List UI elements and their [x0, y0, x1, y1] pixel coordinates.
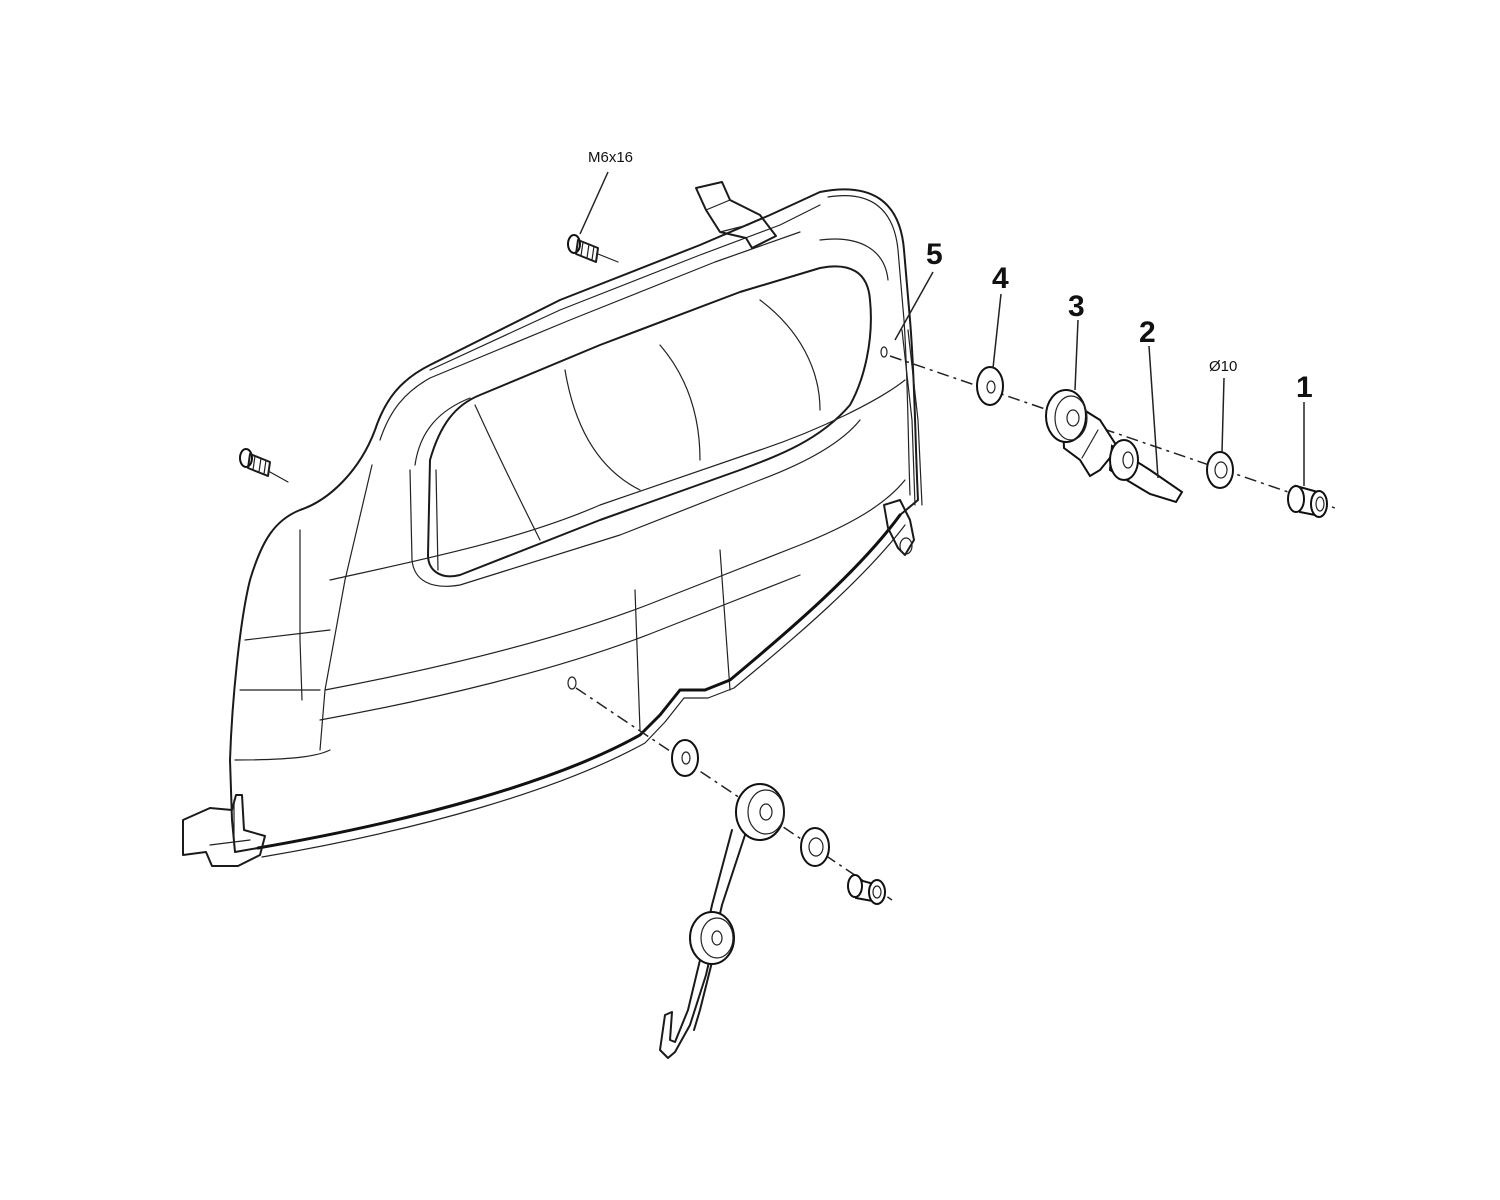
lower-bushing [847, 874, 886, 905]
lower-mounting-hole [567, 676, 577, 690]
callout-3: 3 [1068, 290, 1085, 323]
lower-nut [800, 827, 830, 867]
lower-washer [671, 739, 699, 777]
upper-assembly-axis [889, 355, 1336, 509]
lower-adjuster-link [659, 783, 785, 1059]
screw-left [239, 448, 289, 483]
callout-2: 2 [1139, 316, 1156, 349]
headlamp-housing [182, 181, 923, 867]
right-mounting-tab [883, 499, 915, 556]
screw-upper [567, 234, 619, 263]
left-mounting-tab [182, 794, 266, 867]
part-2-pin [1108, 439, 1184, 504]
top-mounting-tab [695, 181, 777, 249]
callout-5: 5 [926, 238, 943, 271]
part-1-bushing [1287, 484, 1328, 518]
spec-washer-label: Ø10 [1209, 358, 1237, 375]
part-3-grommet [1045, 389, 1120, 478]
upper-mounting-hole [880, 346, 888, 358]
callout-4: 4 [992, 262, 1009, 295]
washer-10mm [1206, 451, 1234, 489]
leader-lines [579, 171, 1305, 486]
spec-screw-label: M6x16 [588, 149, 633, 166]
part-4-washer [976, 366, 1004, 406]
lower-assembly-axis [575, 687, 893, 901]
callout-1: 1 [1296, 371, 1313, 404]
